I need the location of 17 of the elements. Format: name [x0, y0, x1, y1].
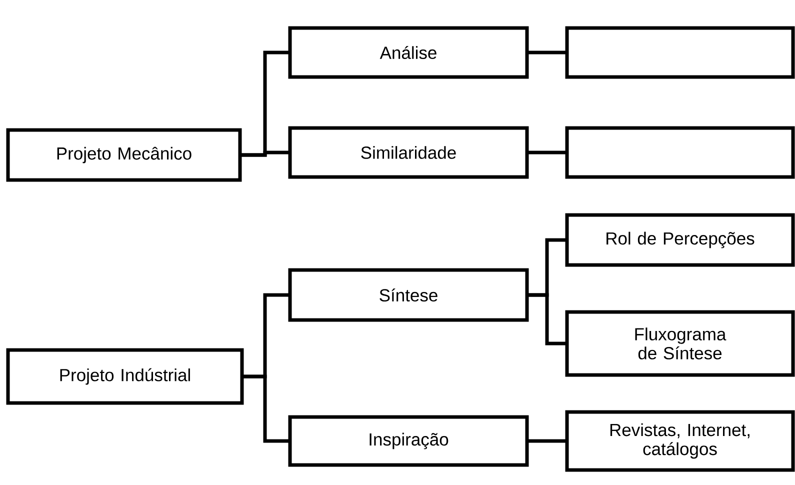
text-box: Fluxograma de Síntese — [565, 310, 795, 377]
connector-line — [242, 374, 290, 443]
text-box: Revistas, Internet, catálogos — [565, 410, 795, 472]
connector-line — [527, 50, 567, 54]
connector-line — [240, 150, 290, 157]
text-box: Inspiração — [288, 415, 529, 467]
connector-line — [527, 293, 567, 346]
text-box: Similaridade — [288, 126, 529, 179]
connector-line — [527, 150, 567, 154]
text-box: Projeto Mecânico — [6, 128, 242, 182]
connector-line — [527, 439, 567, 443]
text-box: Síntese — [288, 268, 529, 322]
text-box: Análise — [288, 26, 529, 79]
text-box: Rol de Percepções — [565, 213, 795, 267]
text-box: Projeto Indústrial — [6, 348, 244, 405]
empty-box — [565, 126, 795, 179]
empty-box — [565, 26, 795, 79]
